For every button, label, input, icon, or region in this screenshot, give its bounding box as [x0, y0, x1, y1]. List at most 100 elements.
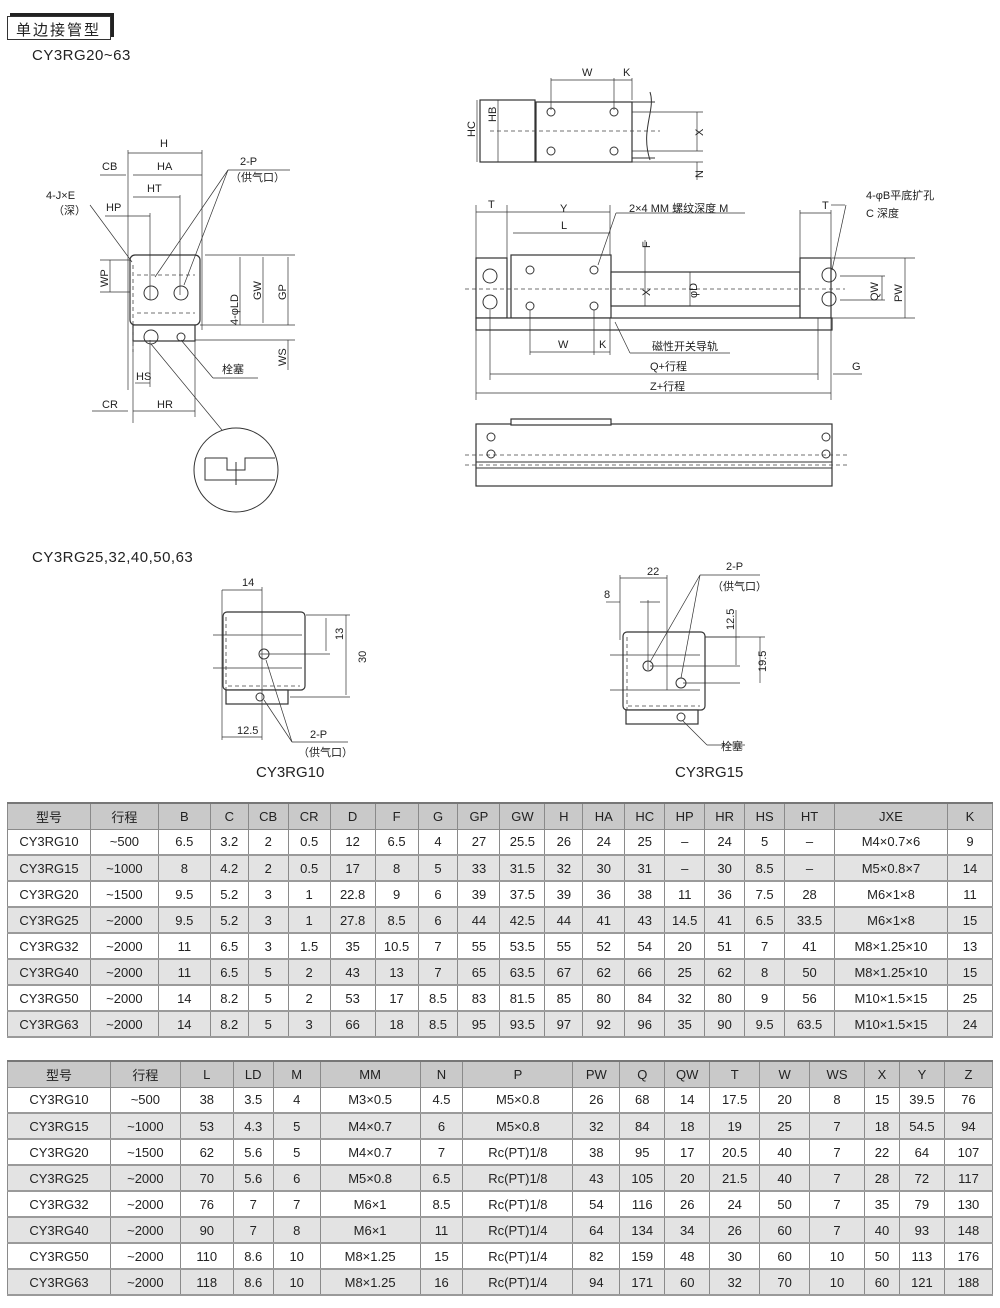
table-cell: 25 [664, 959, 706, 986]
table-cell: 11 [157, 933, 211, 960]
table-cell: CY3RG20 [7, 881, 91, 908]
table-cell: 2 [247, 829, 289, 856]
table-cell: 82 [572, 1243, 621, 1270]
table-cell: 72 [898, 1165, 945, 1192]
series-main-label: CY3RG20~63 [32, 47, 131, 64]
dim-label-q: Q+行程 [650, 360, 687, 373]
table-cell: 55 [544, 933, 584, 960]
dim-label-19-5: 19.5 [757, 651, 769, 672]
table-cell: ~500 [109, 1087, 181, 1114]
table-cell: 60 [759, 1217, 811, 1244]
table-cell: 56 [784, 985, 836, 1012]
cy3rg15-caption: CY3RG15 [675, 764, 743, 781]
table-cell: 11 [946, 881, 994, 908]
table-cell: 53 [179, 1113, 234, 1140]
dim-label-hc: HC [466, 121, 478, 137]
bottom-view-drawing [465, 418, 850, 487]
table-cell: 53.5 [499, 933, 546, 960]
table-cell: 8.5 [744, 855, 786, 882]
table-cell: 79 [898, 1191, 945, 1218]
dim-label-y: Y [560, 203, 568, 215]
table-cell: 4.5 [419, 1087, 464, 1114]
table-cell: 34 [664, 1217, 711, 1244]
dim-label-t2: T [822, 200, 829, 212]
table-cell: 10 [809, 1243, 865, 1270]
table-cell: CY3RG25 [7, 1165, 111, 1192]
table-cell: 32 [709, 1269, 761, 1296]
table-cell: CY3RG63 [7, 1269, 111, 1296]
table-cell: 22.8 [329, 881, 376, 908]
column-header: HS [744, 802, 786, 830]
table-cell: Rc(PT)1/4 [462, 1269, 574, 1296]
cy3rg10-drawing: 14 13 30 12.5 2-P （供气口） CY3RG10 [213, 577, 369, 781]
column-header: P [462, 1060, 574, 1088]
table-cell: 4 [417, 829, 459, 856]
table-cell: 26 [572, 1087, 621, 1114]
table-cell: 9 [946, 829, 994, 856]
cy3rg10-caption: CY3RG10 [256, 764, 324, 781]
table-cell: 36 [582, 881, 626, 908]
table-cell: 62 [179, 1139, 234, 1166]
column-header: Z [943, 1060, 994, 1088]
table-cell: ~1500 [109, 1139, 181, 1166]
table-cell: 130 [943, 1191, 994, 1218]
dim-label-12-5: 12.5 [237, 725, 258, 737]
column-header: L [179, 1060, 234, 1088]
table-cell: Rc(PT)1/8 [462, 1139, 574, 1166]
table-cell: ~2000 [89, 985, 159, 1012]
dim-label-p: 2-P [240, 156, 257, 168]
table-cell: 65 [457, 959, 501, 986]
table-cell: 52 [582, 933, 626, 960]
column-header: 型号 [7, 802, 91, 830]
table-cell: 35 [863, 1191, 900, 1218]
table-cell: 18 [374, 1011, 419, 1038]
table-cell: 93.5 [499, 1011, 546, 1038]
table-cell: 32 [572, 1113, 621, 1140]
table-cell: 8 [374, 855, 419, 882]
table-cell: 54 [572, 1191, 621, 1218]
table-cell: M4×0.7 [319, 1113, 421, 1140]
table-cell: 5 [247, 959, 289, 986]
end-view-drawing: H CB HA HT HP 4-J×E （深） 2-P （供气口） WP 4-φ… [46, 138, 295, 513]
table-cell: M3×0.5 [319, 1087, 421, 1114]
column-header: T [709, 1060, 761, 1088]
table-cell: 50 [759, 1191, 811, 1218]
column-header: N [419, 1060, 464, 1088]
dim-label-air-10: （供气口） [298, 745, 353, 759]
table-cell: M5×0.8 [462, 1087, 574, 1114]
column-header: F [374, 802, 419, 830]
table-cell: M5×0.8×7 [834, 855, 948, 882]
table-cell: M8×1.25 [319, 1269, 421, 1296]
table-cell: 20 [664, 1165, 711, 1192]
table-cell: 13 [946, 933, 994, 960]
table-cell: M10×1.5×15 [834, 985, 948, 1012]
table-cell: 97 [544, 1011, 584, 1038]
table-cell: 28 [784, 881, 836, 908]
table-cell: 90 [179, 1217, 234, 1244]
table-cell: 25 [624, 829, 666, 856]
table-cell: ~2000 [109, 1269, 181, 1296]
table-cell: 17 [374, 985, 419, 1012]
table-cell: 15 [946, 959, 994, 986]
dim-label-n: N [694, 170, 706, 178]
table-cell: 55 [457, 933, 501, 960]
dim-label-l: L [561, 220, 567, 232]
table-cell: 30 [582, 855, 626, 882]
table-cell: 80 [582, 985, 626, 1012]
table-cell: 35 [329, 933, 376, 960]
dim-label-f: F [641, 241, 653, 248]
dim-label-cr: CR [102, 399, 118, 411]
dim-label-cb: CB [102, 161, 117, 173]
table-cell: ~2000 [89, 933, 159, 960]
table-cell: 113 [898, 1243, 945, 1270]
table-cell: 54.5 [898, 1113, 945, 1140]
table-cell: 26 [709, 1217, 761, 1244]
table-cell: 15 [946, 907, 994, 934]
table-cell: 118 [179, 1269, 234, 1296]
table-cell: 7.5 [744, 881, 786, 908]
